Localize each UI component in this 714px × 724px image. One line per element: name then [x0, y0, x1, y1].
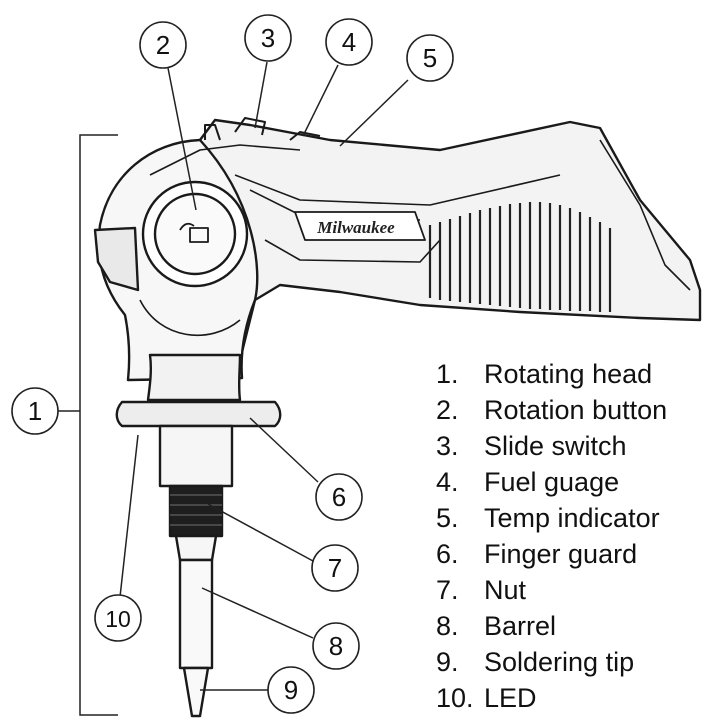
svg-text:7: 7	[328, 553, 342, 583]
leader-8	[201, 587, 314, 639]
legend-item-slide-switch: 3. Slide switch	[436, 428, 667, 464]
svg-text:2: 2	[156, 30, 170, 60]
soldering-iron-illustration	[93, 117, 702, 718]
callout-4: 4	[325, 18, 373, 66]
legend-number: 6.	[436, 538, 459, 569]
svg-text:3: 3	[261, 23, 275, 53]
legend-number: 4.	[436, 466, 459, 497]
callout-2: 2	[139, 21, 187, 69]
leader-6	[249, 417, 319, 483]
soldering-tip	[182, 666, 210, 718]
leader-4	[302, 64, 339, 137]
grip-vents	[428, 202, 612, 312]
legend-item-rotation-button: 2. Rotation button	[436, 392, 667, 428]
svg-text:1: 1	[28, 396, 42, 426]
svg-text:9: 9	[284, 675, 298, 705]
legend-label: Slide switch	[484, 430, 627, 461]
leader-5	[339, 79, 409, 147]
nut	[168, 484, 224, 538]
legend-label: Barrel	[484, 610, 557, 641]
rotating-head-bracket	[79, 134, 118, 716]
callout-9: 9	[267, 666, 315, 714]
neck	[146, 353, 242, 402]
barrel-collar	[158, 424, 234, 488]
legend-label: Fuel guage	[484, 466, 620, 497]
legend-label: Finger guard	[484, 538, 638, 569]
leader-10	[119, 434, 139, 598]
legend-label: Rotation button	[484, 394, 668, 425]
legend-item-led: 10. LED	[436, 680, 667, 716]
parts-legend: 1. Rotating head 2. Rotation button 3. Slid…	[436, 356, 667, 716]
svg-text:6: 6	[332, 482, 346, 512]
legend-label: LED	[484, 682, 537, 713]
legend-number: 7.	[436, 574, 459, 605]
legend-number: 1.	[436, 358, 459, 389]
finger-guard	[115, 400, 282, 428]
legend-number: 8.	[436, 610, 459, 641]
leader-lines	[58, 61, 409, 691]
legend-label: Nut	[484, 574, 527, 605]
callout-7: 7	[311, 544, 359, 592]
leader-3	[254, 61, 268, 129]
legend-item-rotating-head: 1. Rotating head	[436, 356, 667, 392]
leader-2	[167, 67, 197, 211]
svg-text:8: 8	[329, 631, 343, 661]
legend-label: Rotating head	[484, 358, 653, 389]
head-side-strap	[93, 226, 140, 292]
callout-1: 1	[11, 387, 59, 435]
legend-item-nut: 7. Nut	[436, 572, 667, 608]
legend-number: 2.	[436, 394, 459, 425]
callout-8: 8	[312, 622, 360, 670]
brand-plate	[294, 211, 426, 241]
leader-7	[207, 503, 314, 562]
legend-label: Temp indicator	[484, 502, 660, 533]
svg-text:5: 5	[423, 43, 437, 73]
callout-6: 6	[315, 473, 363, 521]
legend-number: 5.	[436, 502, 459, 533]
svg-text:4: 4	[342, 27, 356, 57]
callout-3: 3	[244, 14, 292, 62]
barrel	[178, 558, 214, 670]
legend-number: 10.	[436, 682, 474, 713]
legend-item-temp-indicator: 5. Temp indicator	[436, 500, 667, 536]
svg-text:10: 10	[105, 606, 131, 632]
callout-10: 10	[94, 594, 142, 642]
legend-label: Soldering tip	[484, 646, 635, 677]
legend-item-soldering-tip: 9. Soldering tip	[436, 644, 667, 680]
legend-item-barrel: 8. Barrel	[436, 608, 667, 644]
legend-number: 9.	[436, 646, 459, 677]
legend-item-fuel-guage: 4. Fuel guage	[436, 464, 667, 500]
brand-logo: Milwaukee	[316, 218, 395, 237]
legend-item-finger-guard: 6. Finger guard	[436, 536, 667, 572]
legend-number: 3.	[436, 430, 459, 461]
callout-5: 5	[406, 34, 454, 82]
